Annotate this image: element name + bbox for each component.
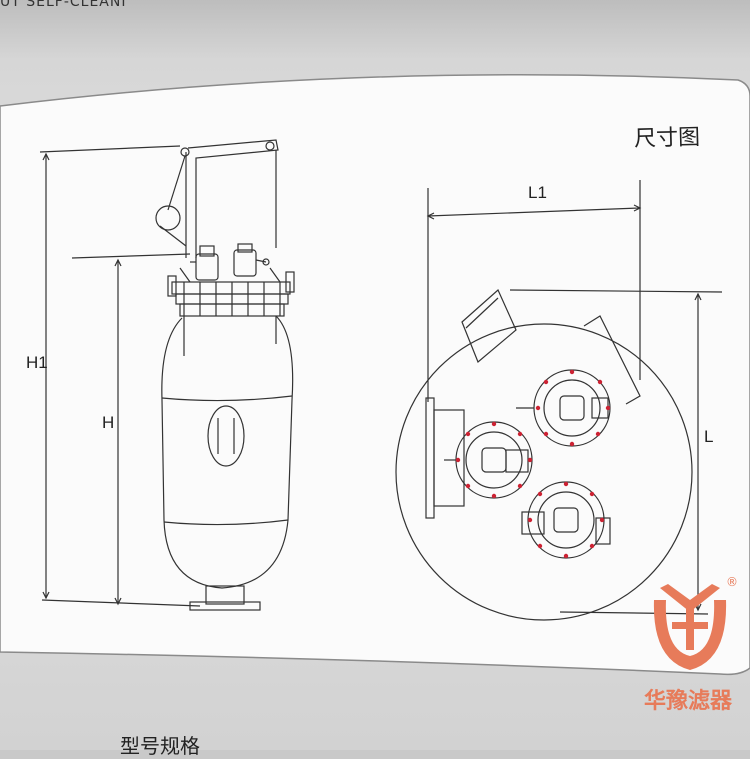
header-strip-text: UT SELF-CLEANI [0,0,127,10]
label-h1: H1 [26,353,48,372]
label-l: L [704,427,713,446]
side-view-drawing [39,139,295,611]
company-logo: ® 华豫滤器 [644,575,738,714]
label-h: H [102,413,114,432]
bottom-caption: 型号规格 [120,734,200,758]
label-l1: L1 [528,183,547,202]
bolt-dots [455,369,611,559]
logo-company-name: 华豫滤器 [644,688,733,714]
drawing-title: 尺寸图 [633,125,701,152]
logo-monogram-icon [653,600,727,670]
registered-mark: ® [726,575,738,589]
paper-sheet [0,74,750,676]
